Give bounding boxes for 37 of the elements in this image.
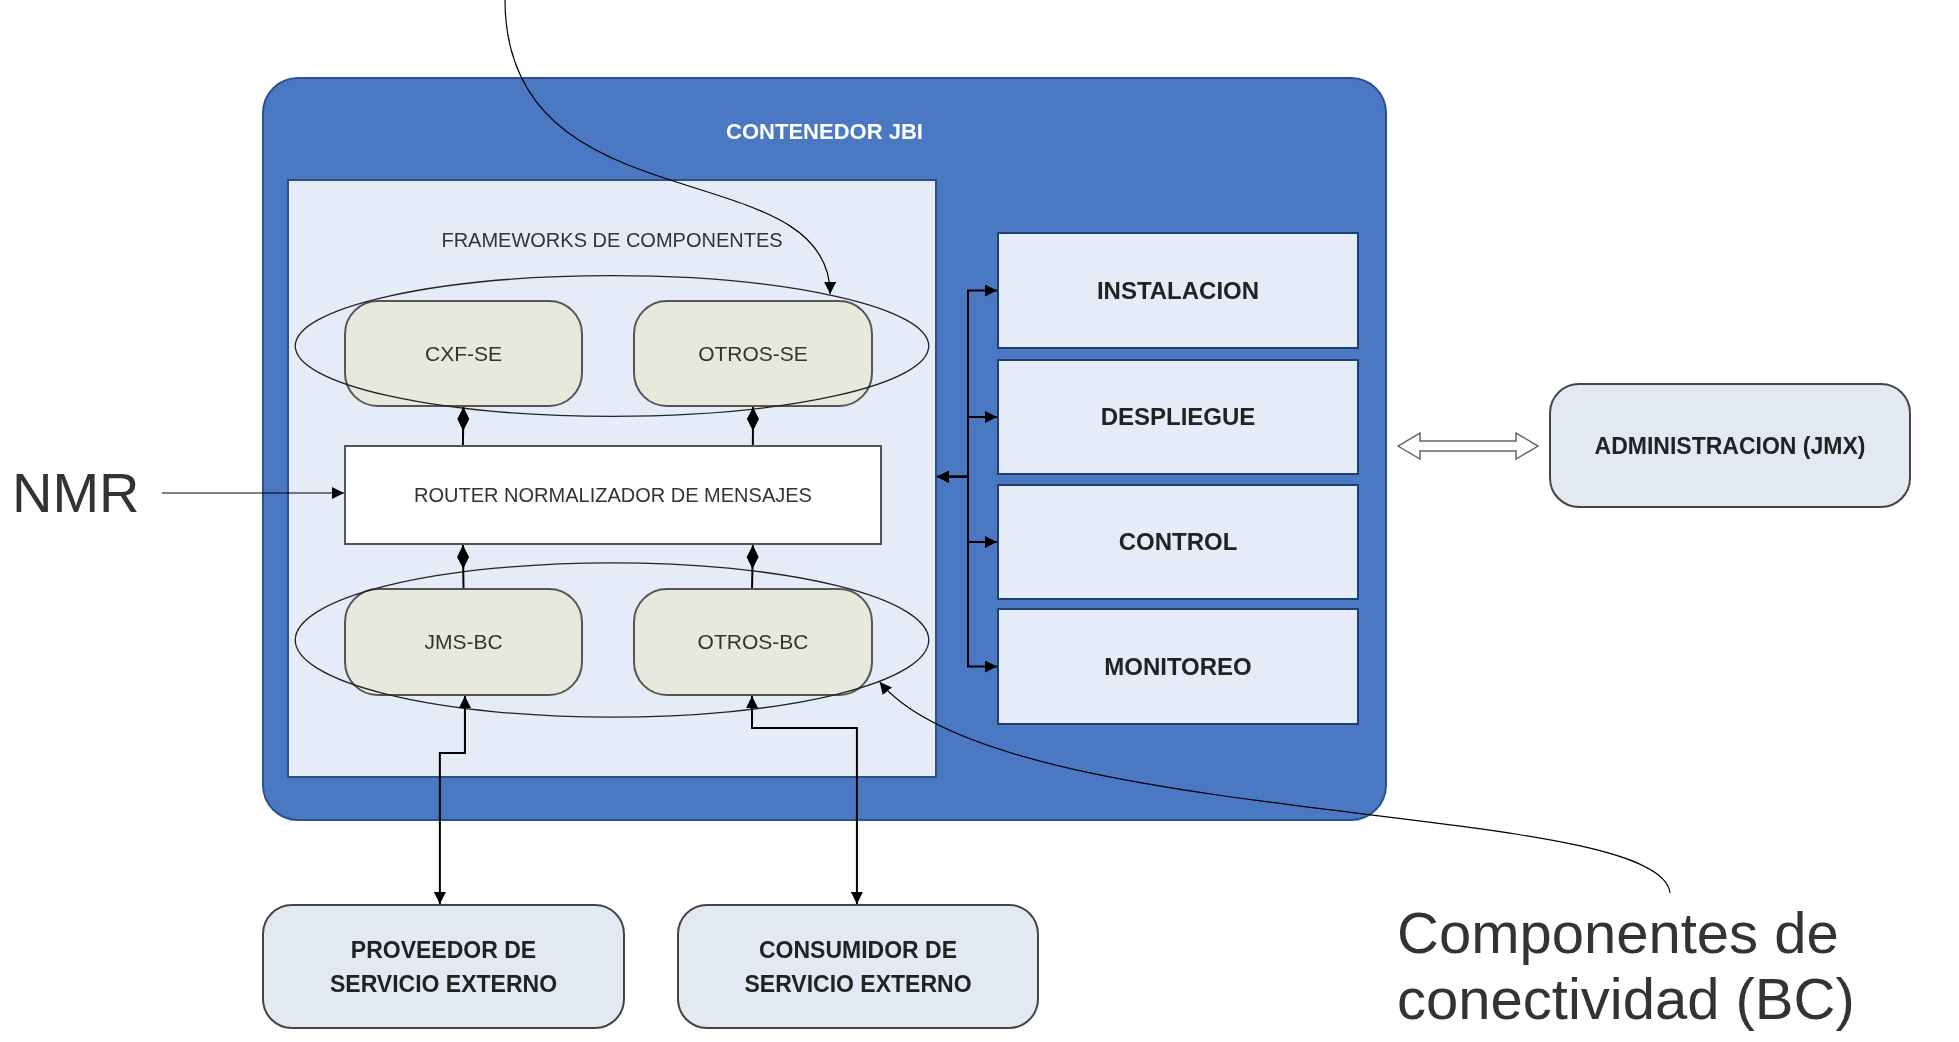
component-pill	[344, 588, 583, 696]
node-label: DESPLIEGUE	[1100, 402, 1256, 432]
callout-text: Componentes de conectividad (BC)	[1397, 893, 1952, 1039]
node-label: CONTENEDOR JBI	[726, 118, 923, 146]
connector-arrow	[433, 695, 471, 905]
node-label: OTROS-SE	[698, 340, 808, 367]
node-label: PROVEEDOR DE SERVICIO EXTERNO	[328, 935, 559, 999]
node-label: CONTROL	[1118, 527, 1238, 557]
double-arrow	[1396, 431, 1540, 461]
node-label: CONSUMIDOR DE SERVICIO EXTERNO	[743, 935, 973, 999]
node-label: FRAMEWORKS DE COMPONENTES	[441, 228, 783, 253]
node-label: OTROS-BC	[697, 629, 809, 656]
node-label: MONITOREO	[1104, 651, 1252, 682]
framework-panel	[287, 179, 937, 778]
node-label: CXF-SE	[425, 340, 502, 367]
rounded-box	[262, 904, 625, 1029]
function-box	[997, 484, 1359, 600]
function-box	[997, 359, 1359, 475]
function-box	[997, 608, 1359, 725]
connector-arrow	[161, 487, 345, 499]
connector-arrow	[936, 470, 998, 673]
connector-arrow	[746, 695, 863, 905]
node-label: JMS-BC	[424, 629, 503, 656]
callout-text: NMR	[12, 458, 162, 528]
component-pill	[344, 300, 583, 407]
connector-arrow	[879, 681, 1671, 894]
router-box	[344, 445, 882, 545]
node-label: ADMINISTRACION (JMX)	[1594, 431, 1866, 461]
node-label: INSTALACION	[1096, 275, 1260, 306]
component-pill	[633, 588, 873, 696]
rounded-box	[677, 904, 1039, 1029]
component-pill	[633, 300, 873, 407]
rounded-box	[1549, 383, 1911, 508]
function-box	[997, 232, 1359, 349]
node-label: ROUTER NORMALIZADOR DE MENSAJES	[414, 483, 812, 508]
container-panel	[262, 77, 1387, 821]
connector-arrow	[504, 0, 834, 295]
